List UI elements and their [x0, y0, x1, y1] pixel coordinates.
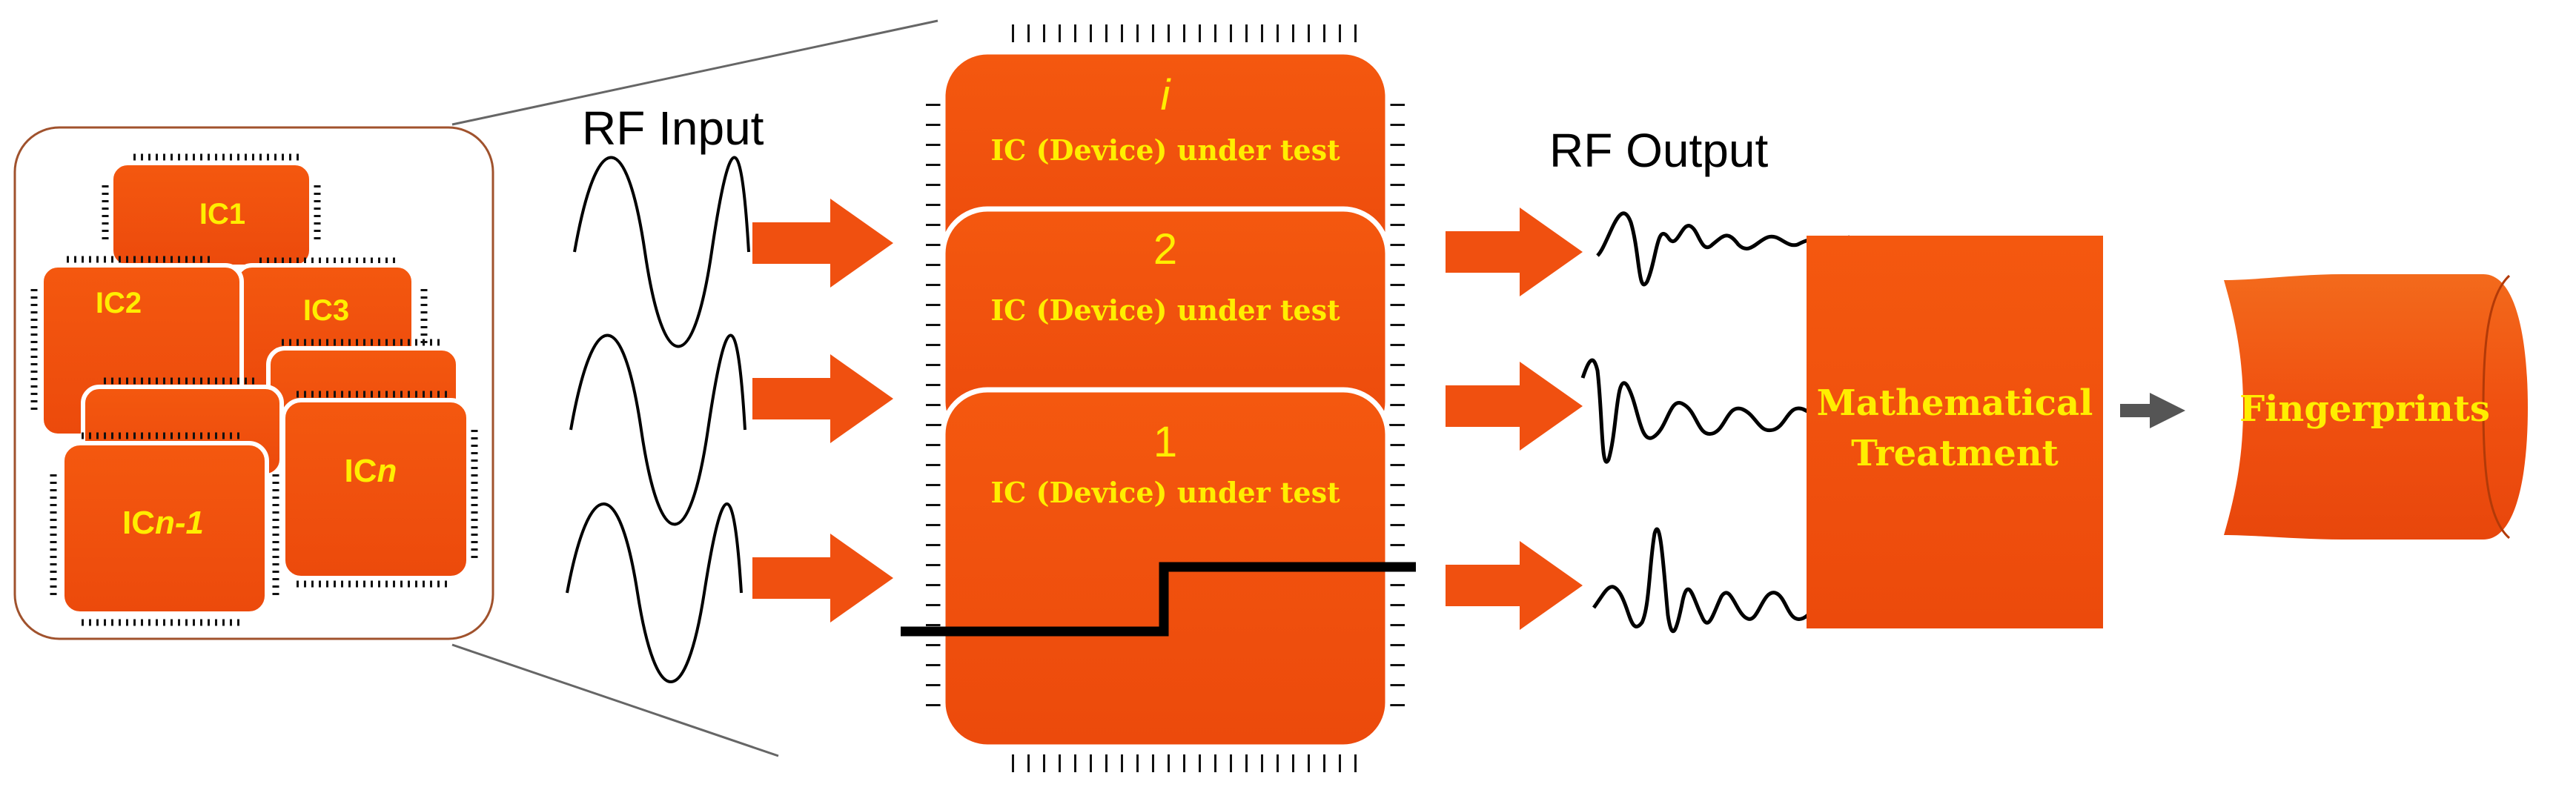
ic-chip-2-label: IC2 [96, 287, 142, 319]
ic-chip-n-minus-1: ICn-1 [50, 432, 279, 626]
math-treatment-line2: Treatment [1851, 433, 2059, 474]
dut-stack: i IC (Device) under test 2 IC (Device) u… [901, 24, 1416, 772]
zoom-line-bottom [451, 643, 779, 757]
dut-chip-2: 2 IC (Device) under test [940, 206, 1391, 449]
input-arrow-1 [752, 199, 893, 288]
input-arrow-3 [752, 534, 893, 623]
dut-chip-i-caption: IC (Device) under test [990, 133, 1340, 167]
step-signal [901, 562, 1416, 637]
output-waveform-3 [1592, 527, 1858, 634]
ic-chip-1: IC1 [102, 153, 321, 276]
output-waveform-1 [1596, 211, 1850, 287]
rf-input-label: RF Input [582, 102, 764, 155]
input-waveform-3 [566, 502, 743, 683]
input-arrow-2 [752, 354, 893, 443]
output-arrow-1 [1446, 208, 1583, 296]
math-treatment-line1: Mathematical [1817, 382, 2093, 424]
ic-chip-n: ICn [281, 391, 478, 588]
ic-group: IC1 IC3 IC2 [13, 126, 494, 640]
input-waveform-1 [573, 156, 750, 348]
dut-chip-1-index: 1 [1153, 418, 1177, 466]
rf-output-label: RF Output [1549, 124, 1768, 177]
output-arrow-2 [1446, 362, 1583, 451]
dut-chip-2-index: 2 [1153, 225, 1177, 273]
ic-chip-3-label: IC3 [303, 294, 349, 327]
dut-chip-i-index: i [1161, 71, 1172, 119]
fingerprints-cylinder: Fingerprints [2224, 274, 2528, 540]
input-waveform-2 [569, 333, 746, 526]
dut-chip-1-caption: IC (Device) under test [990, 476, 1340, 509]
ic-chip-n-label: ICn [345, 453, 397, 489]
math-treatment-box: Mathematical Treatment [1807, 236, 2103, 628]
ic-chip-n-minus-1-label: ICn-1 [122, 505, 204, 541]
ic-chip-1-label: IC1 [199, 198, 245, 230]
math-to-fingerprints-arrow [2120, 393, 2185, 428]
fingerprints-label: Fingerprints [2239, 388, 2490, 430]
output-arrow-3 [1446, 541, 1583, 630]
zoom-line-top [451, 19, 938, 126]
dut-chip-2-caption: IC (Device) under test [990, 293, 1340, 327]
